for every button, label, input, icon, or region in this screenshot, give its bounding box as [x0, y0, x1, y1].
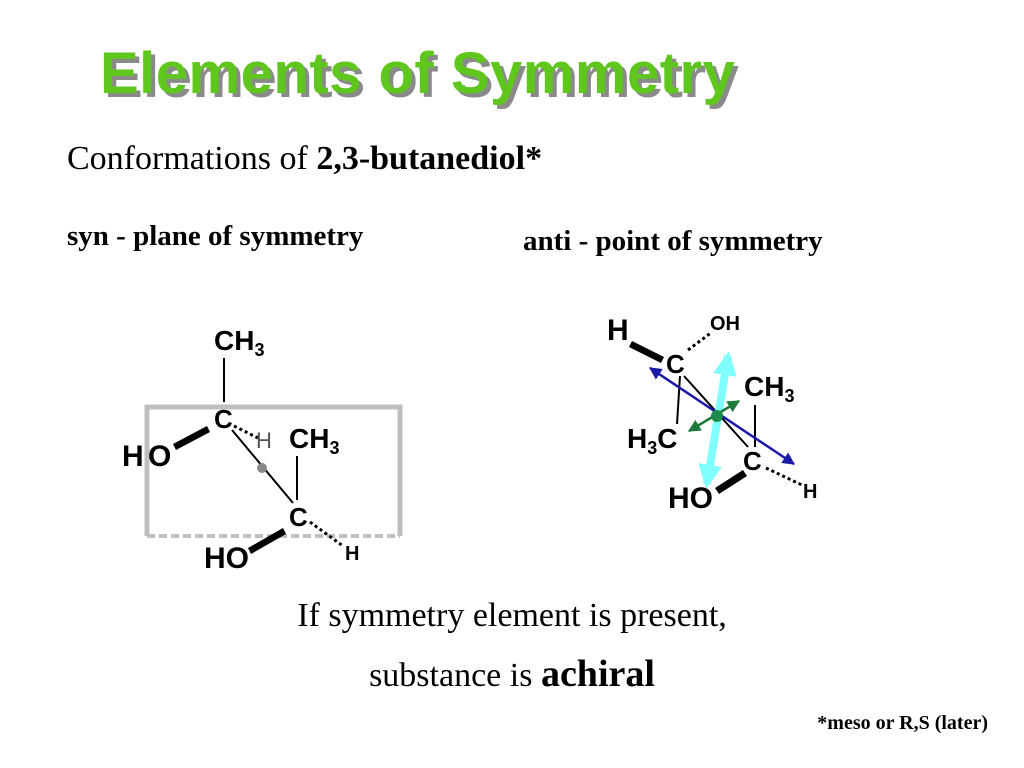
wedge-bond [629, 341, 664, 363]
atom-label: CH3 [289, 423, 339, 458]
dashed-bond [687, 330, 713, 352]
atom-label: H3C [627, 423, 677, 458]
subtitle-prefix: Conformations of [67, 140, 317, 177]
atom-label: H [122, 440, 144, 473]
atom-label: O [148, 440, 171, 473]
symmetry-plane [144, 404, 403, 538]
bond [676, 375, 681, 425]
compound-name: 2,3-butanediol* [316, 140, 543, 177]
atom-label: C [666, 349, 685, 379]
page-title: Elements of Symmetry [100, 41, 736, 106]
atom-label: H [803, 481, 817, 503]
atom-label: C [743, 446, 762, 476]
wedge-bond [173, 426, 210, 450]
syn-molecule: CH3 C H H O CH3 C HO H [122, 325, 403, 575]
atom-label: H [256, 428, 272, 453]
atom-label: C [289, 502, 308, 532]
dashed-bond [233, 424, 259, 440]
atom-label: C [214, 404, 233, 434]
achiral-term: achiral [540, 653, 655, 695]
conclusion-line-2: substance is achiral [0, 652, 1024, 696]
dashed-bond [309, 520, 344, 548]
anti-label: anti - point of symmetry [523, 225, 823, 257]
dashed-bond [765, 466, 805, 488]
anti-molecule: H OH C CH3 H3C C HO H [607, 313, 817, 515]
atom-label: HO [668, 482, 713, 515]
syn-label: syn - plane of symmetry [67, 220, 364, 252]
center-point [257, 463, 267, 473]
conclusion-line-1: If symmetry element is present, [297, 597, 727, 634]
subtitle: Conformations of 2,3-butanediol* [67, 140, 542, 178]
atom-label: H [607, 314, 629, 347]
atom-label: OH [710, 313, 740, 335]
inversion-center [711, 410, 723, 422]
footnote: *meso or R,S (later) [817, 712, 988, 734]
atom-label: H [345, 543, 359, 565]
wedge-bond [248, 528, 286, 554]
atom-label: CH3 [214, 325, 264, 360]
atom-label: CH3 [744, 371, 794, 406]
conclusion-prefix: substance is [369, 657, 541, 694]
atom-label: HO [204, 542, 249, 575]
